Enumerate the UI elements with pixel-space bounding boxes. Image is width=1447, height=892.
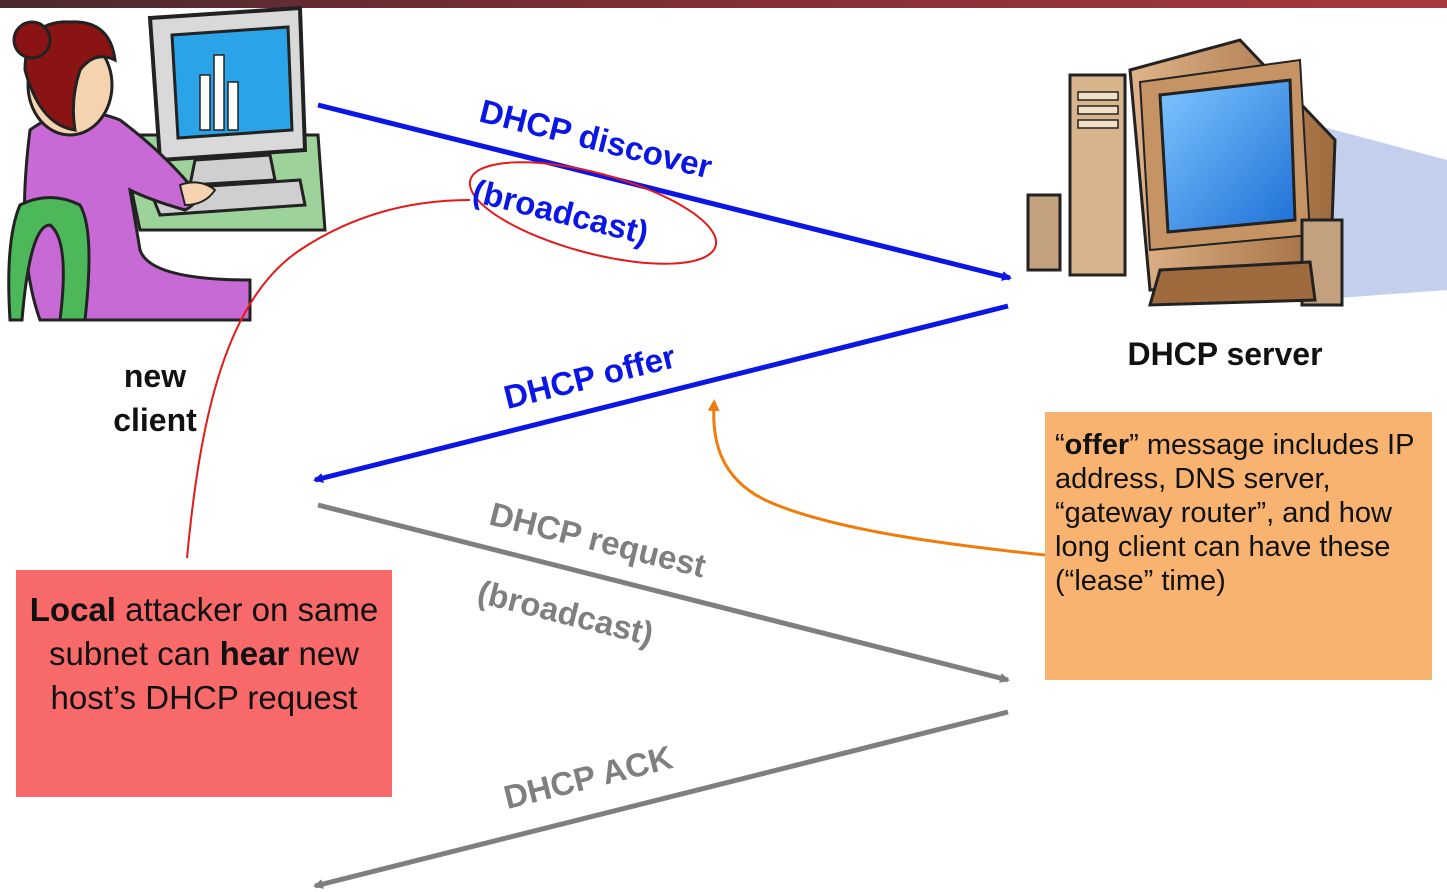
- ack-arrow: [313, 709, 1009, 889]
- client-label: new client: [80, 354, 230, 442]
- attacker-note-text-2: new host’s DHCP request: [50, 635, 360, 716]
- client-label-line-2: client: [113, 402, 197, 438]
- attacker-note-bold-local: Local: [29, 591, 116, 628]
- offer-note: “offer” message includes IP address, DNS…: [1045, 412, 1432, 680]
- discover-arrow: [317, 102, 1012, 281]
- server-illustration: [1026, 38, 1447, 307]
- offer-note-text: ” message includes IP address, DNS serve…: [1055, 429, 1414, 597]
- attacker-note: Local attacker on same subnet can hear n…: [16, 570, 392, 797]
- broadcast-highlight-ellipse: [468, 161, 718, 265]
- attacker-note-bold-hear: hear: [219, 635, 290, 672]
- server-label: DHCP server: [1127, 336, 1323, 372]
- offer-note-connector: [707, 399, 1046, 557]
- title-bar-strip: [0, 0, 1447, 8]
- attacker-connector: [186, 199, 471, 559]
- client-label-line-1: new: [123, 358, 187, 394]
- client-illustration: [7, 5, 327, 322]
- attacker-note-text-1: attacker on same subnet can: [48, 591, 379, 672]
- offer-note-bold: offer: [1064, 429, 1130, 461]
- request-arrow: [317, 502, 1010, 683]
- offer-note-quote: “: [1055, 429, 1065, 461]
- offer-arrow: [313, 303, 1009, 483]
